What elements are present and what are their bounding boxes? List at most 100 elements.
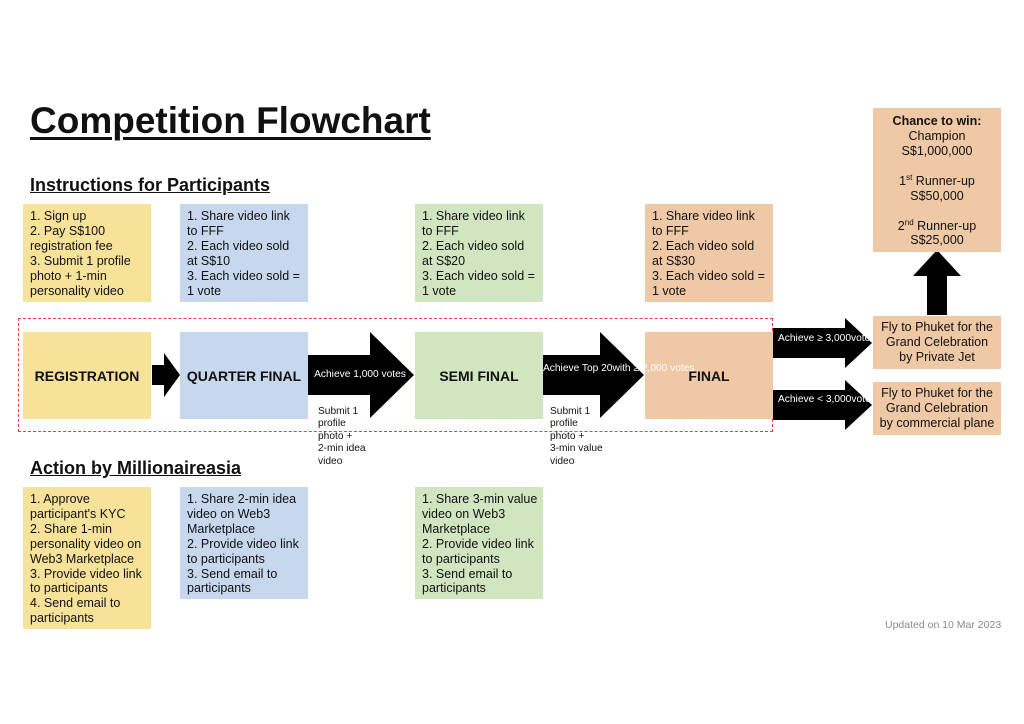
text-line: to participants [422, 551, 500, 566]
prize-champion-label: Champion [908, 128, 966, 143]
arrow-quarter-to-semi [308, 332, 414, 418]
text-line: 1. Share video link [187, 209, 290, 223]
text-line: 2. Provide video link [422, 536, 534, 551]
text-line: Achieve ≥ 3,000 [778, 333, 851, 344]
participants-heading: Instructions for Participants [30, 175, 271, 195]
text-line: 3. Submit 1 profile [30, 253, 131, 268]
text-line: 2. Provide video link [187, 536, 299, 551]
text-line: 3. Send email to [187, 566, 278, 581]
text-line: to FFF [422, 223, 459, 238]
prize-first-amount: S$50,000 [910, 188, 964, 203]
stage-quarter-final: QUARTER FINAL [180, 332, 308, 419]
text-line: profile [318, 418, 346, 430]
text-line: with ≥ 2,000 votes [612, 363, 695, 374]
prize-box: Chance to win: Champion S$1,000,000 1st … [873, 108, 1001, 252]
text-line: 3. Send email to [422, 566, 513, 581]
text-line: Grand Celebration [885, 335, 989, 350]
arrow-label-to-semi: Achieve 1,000 votes [308, 369, 412, 382]
text-line: Submit 1 [550, 406, 591, 417]
text-line: photo + [550, 430, 585, 442]
text-line: 2. Each video sold [652, 238, 755, 253]
text-line: 1. Share 2-min idea [187, 492, 297, 506]
arrow-semi-to-final [543, 332, 644, 418]
prize-second-runner-up: 2nd Runner-up [897, 217, 977, 233]
arrow-final-to-private-jet [773, 318, 872, 368]
text-line: participant's KYC [30, 506, 126, 521]
text-line: by commercial plane [879, 415, 995, 430]
text-line: 2-min idea [318, 443, 366, 455]
text-line: 1 vote [187, 283, 222, 298]
arrow-registration-to-quarter [152, 353, 180, 397]
text-line: Marketplace [187, 521, 256, 536]
text-line: 2. Each video sold [422, 238, 525, 253]
action-heading: Action by Millionaireasia [30, 458, 242, 478]
prize-heading: Chance to win: [892, 114, 982, 128]
text-line: 1 vote [652, 283, 687, 298]
text-line: video [550, 455, 575, 467]
text-line: video [318, 455, 343, 467]
text-line: votes [851, 394, 876, 405]
text-line: participants [30, 611, 94, 626]
text-line: Grand Celebration [885, 401, 989, 416]
arrow-up-to-prizes [913, 250, 961, 315]
text-line: personality video [30, 283, 124, 298]
text-line: 2. Share 1-min [30, 521, 112, 536]
text-line: photo + [318, 430, 353, 442]
text-line: 1 vote [422, 283, 457, 298]
text-line: participants [422, 581, 486, 596]
text-line: votes [851, 333, 876, 344]
stage-registration: REGISTRATION [23, 332, 151, 419]
text-line: 4. Send email to [30, 596, 121, 611]
text-line: video on Web3 [187, 506, 271, 521]
text-line: 3. Provide video link [30, 566, 142, 581]
text-line: Achieve Top 20 [543, 363, 613, 374]
text-line: participants [187, 581, 251, 596]
text-line: 3. Each video sold = [187, 268, 300, 283]
text-line: Marketplace [422, 521, 491, 536]
stage-final: FINAL [645, 332, 773, 419]
text-line: 1. Share 3-min value [422, 492, 538, 506]
arrow-label-to-commercial: Achieve < 3,000votes [778, 394, 876, 407]
arrow-final-to-commercial [773, 380, 872, 430]
text-line: photo + 1-min [30, 268, 107, 283]
text-line: to FFF [652, 223, 689, 238]
text-line: 1. Share video link [422, 209, 525, 223]
text-line: Achieve 1,000 votes [314, 369, 406, 380]
text-line: Fly to Phuket for the [881, 320, 993, 335]
text-line: 1. Approve [30, 492, 90, 506]
text-line: Achieve < 3,000 [778, 394, 852, 405]
text-line: 3. Each video sold = [652, 268, 765, 283]
text-line: at S$10 [187, 253, 231, 268]
text-line: to participants [30, 581, 108, 596]
text-line: 3-min value [550, 443, 603, 455]
text-line: to FFF [187, 223, 224, 238]
text-line: at S$20 [422, 253, 466, 268]
text-line: at S$30 [652, 253, 696, 268]
text-line: video on Web3 [422, 506, 506, 521]
arrow-label-to-private-jet: Achieve ≥ 3,000votes [778, 333, 875, 346]
text-line: Fly to Phuket for the [881, 386, 993, 401]
text-line: by Private Jet [899, 349, 975, 364]
page-title: Competition Flowchart [30, 100, 431, 141]
updated-date: Updated on 10 Mar 2023 [885, 619, 1002, 631]
prize-champion-amount: S$1,000,000 [901, 143, 973, 158]
prize-second-amount: S$25,000 [910, 233, 964, 248]
arrow-label-to-final: Achieve Top 20with ≥ 2,000 votes [543, 363, 695, 376]
text-line: to participants [187, 551, 265, 566]
text-line: Web3 Marketplace [30, 551, 134, 566]
prize-first-runner-up: 1st Runner-up [899, 172, 975, 188]
text-line: 1. Sign up [30, 209, 87, 223]
text-line: 1. Share video link [652, 209, 755, 223]
text-line: registration fee [30, 238, 113, 253]
text-line: 3. Each video sold = [422, 268, 535, 283]
